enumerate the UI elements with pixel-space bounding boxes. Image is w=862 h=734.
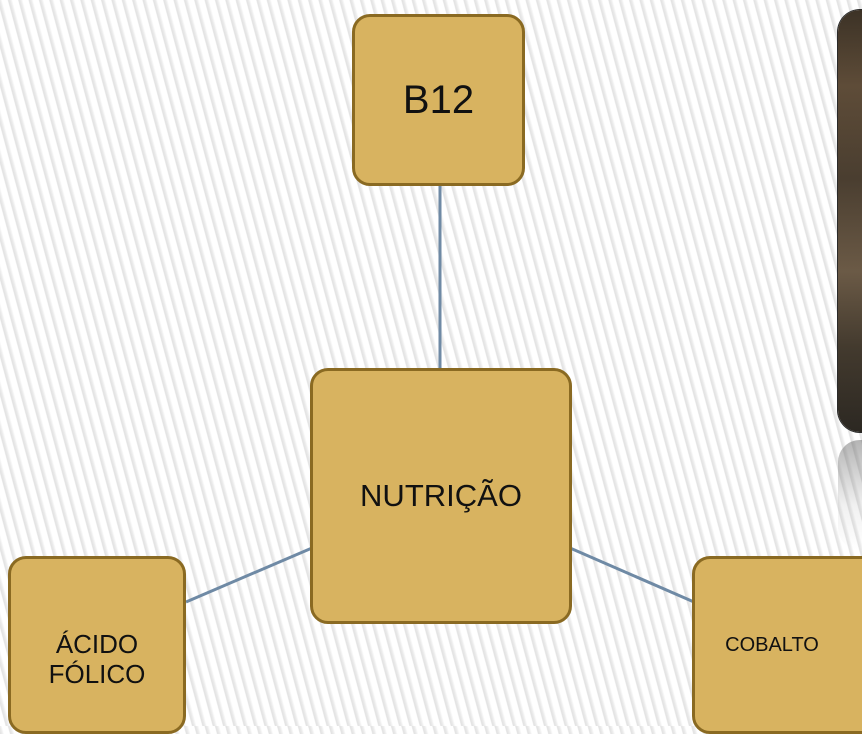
connector-acido xyxy=(185,546,313,604)
node-b12-label: B12 xyxy=(402,78,475,122)
node-cobalto-label: COBALTO xyxy=(725,633,819,656)
node-nutricao: NUTRIÇÃO xyxy=(310,368,572,624)
photo-reflection xyxy=(838,440,862,550)
connector-cobalto xyxy=(569,546,695,604)
photo-image xyxy=(838,10,862,432)
node-acido-folico: ÁCIDO FÓLICO xyxy=(8,556,186,734)
node-nutricao-label: NUTRIÇÃO xyxy=(360,478,522,514)
node-b12: B12 xyxy=(352,14,525,186)
node-cobalto: COBALTO xyxy=(692,556,862,734)
node-acido-folico-label: ÁCIDO FÓLICO xyxy=(48,629,146,689)
